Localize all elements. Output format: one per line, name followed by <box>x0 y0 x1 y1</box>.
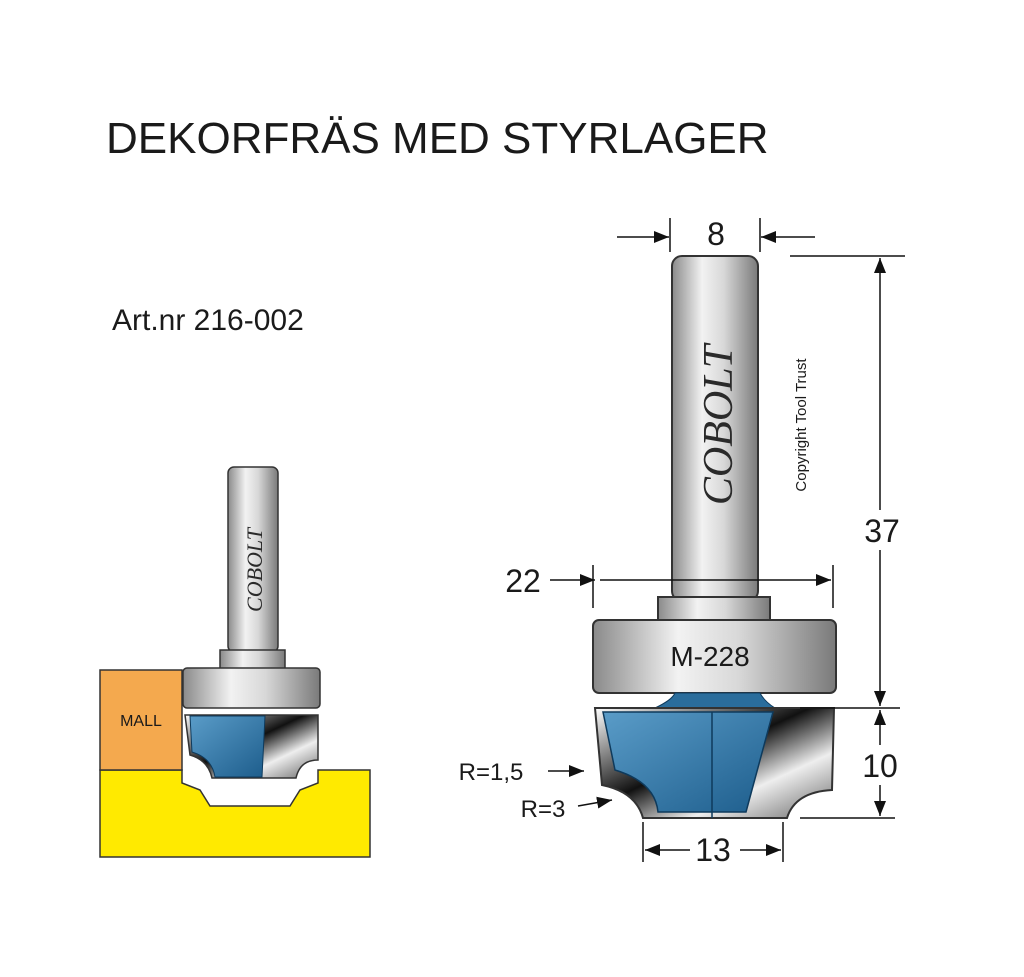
dim-cutting-height: 10 <box>862 748 898 784</box>
dim-bearing-diameter: 22 <box>505 563 541 599</box>
bearing <box>182 667 321 709</box>
brand-small: COBOLT <box>242 526 267 612</box>
dim-radius-small: R=1,5 <box>459 759 524 786</box>
cutter-blue-large <box>602 711 774 813</box>
small-assembly: MALL COBOLT <box>99 466 371 858</box>
cutter-neck <box>654 692 777 709</box>
article-number: Art.nr 216-002 <box>112 304 304 337</box>
workpiece <box>99 769 371 858</box>
dim-shank-diameter: 8 <box>707 216 725 252</box>
bearing-label: M-228 <box>670 641 749 672</box>
collar <box>219 649 286 671</box>
template-block <box>99 669 183 771</box>
dimension-lines <box>548 218 905 862</box>
dim-total-length: 37 <box>864 513 900 549</box>
page-title: DEKORFRÄS MED STYRLAGER <box>106 114 769 163</box>
dim-cutting-diameter: 13 <box>695 832 731 868</box>
large-assembly: COBOLT Copyright Tool Trust M-228 <box>592 255 837 819</box>
copyright-text: Copyright Tool Trust <box>793 358 810 492</box>
cutter-blue <box>189 715 266 778</box>
template-label: MALL <box>120 713 162 730</box>
brand-large: COBOLT <box>696 342 742 505</box>
dim-radius-large: R=3 <box>521 796 566 823</box>
collar-large <box>657 596 771 622</box>
